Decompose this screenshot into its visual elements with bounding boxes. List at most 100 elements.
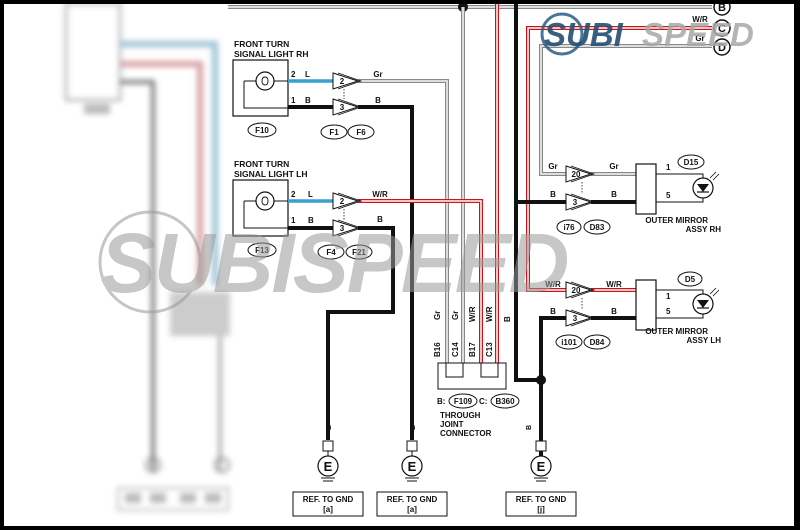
pin-label: 2: [340, 77, 345, 86]
ground-2: B E REF. TO GND [a]: [376, 425, 448, 517]
wire-label: Gr: [451, 311, 460, 320]
component-title: SIGNAL LIGHT LH: [234, 169, 308, 179]
wire-label: B: [611, 190, 617, 199]
led-icon: [692, 171, 720, 199]
offpage-label-b: B: [718, 4, 726, 14]
wire-label: W/R: [372, 190, 388, 199]
junction-connector: 3: [332, 219, 363, 237]
ground-3: B E REF. TO GND [j]: [505, 425, 577, 517]
component-title: THROUGH: [440, 411, 481, 420]
ground-ref: [j]: [537, 505, 545, 514]
junction-connector: 3: [565, 193, 596, 211]
wire-label: W/R: [468, 306, 477, 322]
offpage-connector-c: W/R C: [692, 15, 731, 37]
ground-symbol: E: [324, 459, 333, 474]
junction-connector: 2: [332, 192, 363, 210]
connector-id: i101: [561, 338, 577, 347]
wire-label: B: [308, 216, 314, 225]
ground-ref: REF. TO GND: [516, 495, 567, 504]
ground-icon: [401, 455, 423, 477]
junction-connector: 20: [565, 165, 596, 183]
junction-connector: 2: [332, 72, 363, 90]
wiring-diagram: B W/R C Gr D FRONT TURN SIGNAL LIGHT RH …: [65, 4, 754, 517]
pin-label: 1: [291, 96, 296, 105]
wire-label: L: [305, 70, 310, 79]
watermark-large: SUBISPEED: [98, 210, 570, 314]
connector-id: F1: [329, 128, 339, 137]
pin-label: 20: [572, 170, 581, 179]
watermark-text: SUBISPEED: [100, 216, 568, 310]
connector-id: B360: [495, 397, 515, 406]
wire-label: B: [550, 190, 556, 199]
bulb-icon: [255, 191, 275, 211]
front-turn-signal-lh: FRONT TURN SIGNAL LIGHT LH 2 L 1 B W/R B…: [232, 159, 483, 440]
connector-id: F109: [454, 397, 473, 406]
connector-prefix: B:: [437, 397, 445, 406]
pin-label: 3: [340, 224, 345, 233]
connector-id: D84: [590, 338, 605, 347]
connector-id: F10: [255, 126, 269, 135]
component-title: OUTER MIRROR: [645, 327, 708, 336]
connector-id: F21: [352, 248, 366, 257]
component-title: ASSY LH: [686, 336, 721, 345]
ground-symbol: E: [408, 459, 417, 474]
connector-id: F4: [326, 248, 336, 257]
pin-label: C14: [451, 342, 460, 357]
pin-label: 3: [573, 314, 578, 323]
offpage-connector-d: Gr D: [695, 34, 731, 56]
pin-label: 3: [340, 103, 345, 112]
led-icon: [692, 287, 720, 315]
wire-label: L: [308, 190, 313, 199]
offpage-label-d: D: [718, 42, 726, 54]
wire-label: B: [526, 425, 533, 430]
component-title: SIGNAL LIGHT RH: [234, 49, 308, 59]
ground-ref: REF. TO GND: [387, 495, 438, 504]
component-title: FRONT TURN: [234, 159, 289, 169]
pin-label: 3: [573, 198, 578, 207]
top-bus: [228, 4, 712, 370]
pin-label: 1: [291, 216, 296, 225]
wire-label: B: [503, 316, 512, 322]
pin-label: 1: [666, 292, 671, 301]
connector-id: D83: [590, 223, 605, 232]
ground-ref: [a]: [323, 505, 333, 514]
wire-label: B: [305, 96, 311, 105]
ground-ref: REF. TO GND: [303, 495, 354, 504]
pin-label: 5: [666, 307, 671, 316]
component-title: FRONT TURN: [234, 39, 289, 49]
connector-id: D5: [685, 275, 696, 284]
wire-label: Gr: [548, 162, 557, 171]
pin-label: 2: [340, 197, 345, 206]
connector-id-badge: [247, 122, 277, 138]
connector-id: D15: [684, 158, 699, 167]
wire-label: B: [377, 215, 383, 224]
wire-label: W/R: [545, 280, 561, 289]
wire-label: W/R: [485, 306, 494, 322]
wire-label: W/R: [606, 280, 622, 289]
wire-label: Gr: [373, 70, 382, 79]
pin-label: 20: [572, 286, 581, 295]
wire-label: Gr: [695, 34, 704, 43]
wire-label: B: [611, 307, 617, 316]
ground-icon: [317, 455, 339, 477]
pin-label: C13: [485, 342, 494, 357]
component-title: ASSY RH: [686, 225, 722, 234]
connector-id: F6: [356, 128, 366, 137]
component-title: CONNECTOR: [440, 429, 492, 438]
offpage-label-c: C: [718, 23, 726, 35]
through-joint-connector: Gr Gr W/R W/R B B16 C14 B17 C13 B: F109 …: [433, 4, 546, 438]
pin-label: B17: [468, 342, 477, 357]
wire-label: B: [550, 307, 556, 316]
pin-label: B16: [433, 342, 442, 357]
wire-label: Gr: [609, 162, 618, 171]
junction-connector: 3: [332, 98, 363, 116]
pin-label: 5: [666, 191, 671, 200]
wire-label: Gr: [433, 311, 442, 320]
component-title: OUTER MIRROR: [645, 216, 708, 225]
wire-label: W/R: [692, 15, 708, 24]
outer-mirror-lh: W/R B W/R B 20 3 i101 D84: [539, 271, 721, 470]
pin-label: 1: [666, 163, 671, 172]
ground-ref: [a]: [407, 505, 417, 514]
bulb-icon: [255, 71, 275, 91]
